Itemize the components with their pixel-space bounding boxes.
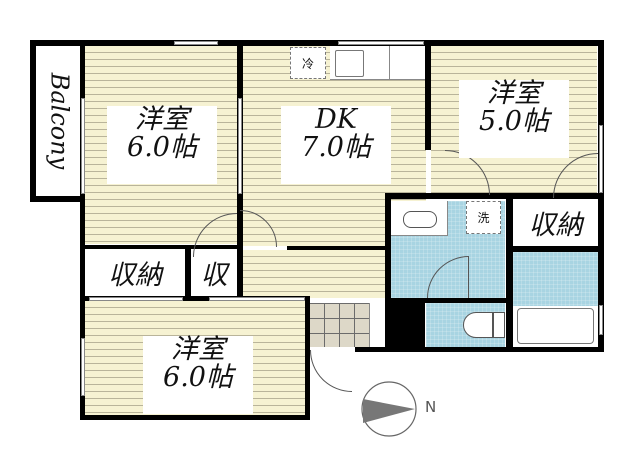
balcony-area — [36, 46, 82, 196]
fridge-space: 冷 — [290, 47, 326, 79]
wall — [355, 347, 604, 352]
wall — [30, 40, 604, 46]
window — [338, 41, 424, 45]
wall — [385, 298, 510, 303]
storage-left: 収納 — [85, 249, 185, 296]
compass-north-label: N — [425, 398, 437, 416]
room-label-western-1: 洋室 6.0帖 — [107, 105, 217, 184]
wall — [80, 296, 310, 301]
window — [81, 98, 85, 194]
wall — [506, 246, 604, 252]
balcony-label: Balcony — [45, 72, 73, 170]
window — [599, 305, 603, 335]
wash-basin — [403, 211, 437, 228]
wall — [30, 40, 36, 202]
wall — [387, 193, 604, 199]
toilet-tank — [493, 312, 505, 338]
window — [89, 297, 183, 301]
room-label-western-3: 洋室 6.0帖 — [143, 335, 253, 414]
bath-floor — [513, 252, 598, 306]
compass-icon — [361, 381, 417, 437]
window — [238, 98, 242, 194]
wall — [287, 246, 387, 250]
wall — [425, 40, 431, 150]
window — [81, 338, 85, 396]
wall — [385, 193, 391, 350]
wall — [305, 298, 310, 420]
toilet-bowl — [463, 312, 493, 338]
washer-label: 洗 — [477, 211, 490, 225]
room-label-dk: DK 7.0帖 — [281, 105, 391, 184]
wall — [80, 415, 310, 420]
door-leaf — [468, 256, 469, 298]
wall — [80, 40, 85, 420]
washer-space: 洗 — [466, 201, 501, 234]
room-label-western-2: 洋室 5.0帖 — [459, 79, 569, 158]
compass — [360, 380, 418, 438]
window — [174, 41, 218, 45]
wall — [185, 249, 191, 301]
wall — [506, 193, 513, 350]
shoe-cabinet — [369, 303, 386, 347]
sink — [335, 50, 364, 77]
bathtub-inner — [517, 308, 594, 344]
fridge-label: 冷 — [301, 56, 314, 71]
counter-divider — [389, 46, 390, 79]
hall-floor — [243, 250, 385, 298]
pipe-shaft — [387, 298, 425, 350]
window — [209, 297, 305, 301]
wall — [80, 245, 242, 249]
genkan-floor — [309, 303, 369, 347]
wall — [30, 196, 85, 202]
storage-right: 収納 — [513, 199, 598, 246]
window — [599, 125, 603, 193]
